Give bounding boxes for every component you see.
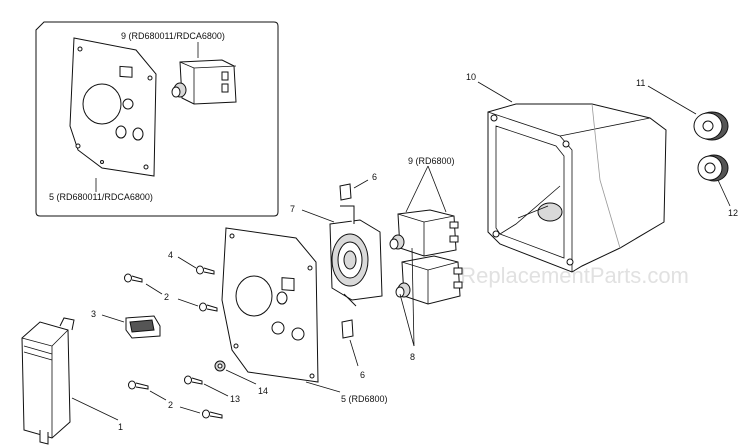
enclosure-housing [487, 103, 667, 273]
screw-2-upper-b [199, 302, 218, 312]
screw-4 [196, 265, 215, 275]
callout-11: 11 [636, 78, 645, 88]
callout-13: 13 [230, 394, 240, 404]
rocker-switch [125, 315, 161, 339]
callout-12: 12 [728, 208, 738, 218]
callout-inset-plate: 5 (RD680011/RDCA6800) [49, 192, 153, 202]
spade-terminal-top [339, 183, 352, 201]
nut-14 [214, 360, 226, 372]
inset-mounting-plate [69, 37, 157, 177]
grommet-small [697, 154, 729, 182]
callout-3: 3 [91, 309, 96, 319]
callout-inset-relay: 9 (RD680011/RDCA6800) [121, 31, 225, 41]
screw-2-lower-a [128, 380, 149, 390]
callout-2b: 2 [168, 400, 173, 410]
callout-7: 7 [290, 204, 295, 214]
callout-6b: 6 [360, 370, 365, 380]
inset-relay [171, 59, 237, 105]
screw-2-upper-a [124, 273, 143, 283]
mounting-plate [221, 227, 319, 383]
callout-6a: 6 [372, 172, 377, 182]
inset-box: 9 (RD680011/RDCA6800) 5 (RD680011/RDCA68… [35, 21, 279, 217]
control-module [21, 317, 75, 445]
callout-14: 14 [258, 386, 268, 396]
callout-5: 5 (RD6800) [341, 394, 388, 404]
screw-13 [184, 375, 203, 385]
callout-10: 10 [466, 72, 476, 82]
relay-upper [389, 209, 459, 257]
callout-8: 8 [410, 352, 415, 362]
circuit-breaker [329, 205, 383, 307]
callout-4: 4 [168, 250, 173, 260]
spade-terminal-bottom [341, 319, 354, 339]
callout-2a: 2 [164, 292, 169, 302]
screw-2-lower-b [202, 409, 223, 419]
callout-9: 9 (RD6800) [408, 156, 455, 166]
relay-lower [395, 255, 463, 305]
callout-1: 1 [118, 422, 123, 432]
grommet-large [693, 111, 729, 141]
